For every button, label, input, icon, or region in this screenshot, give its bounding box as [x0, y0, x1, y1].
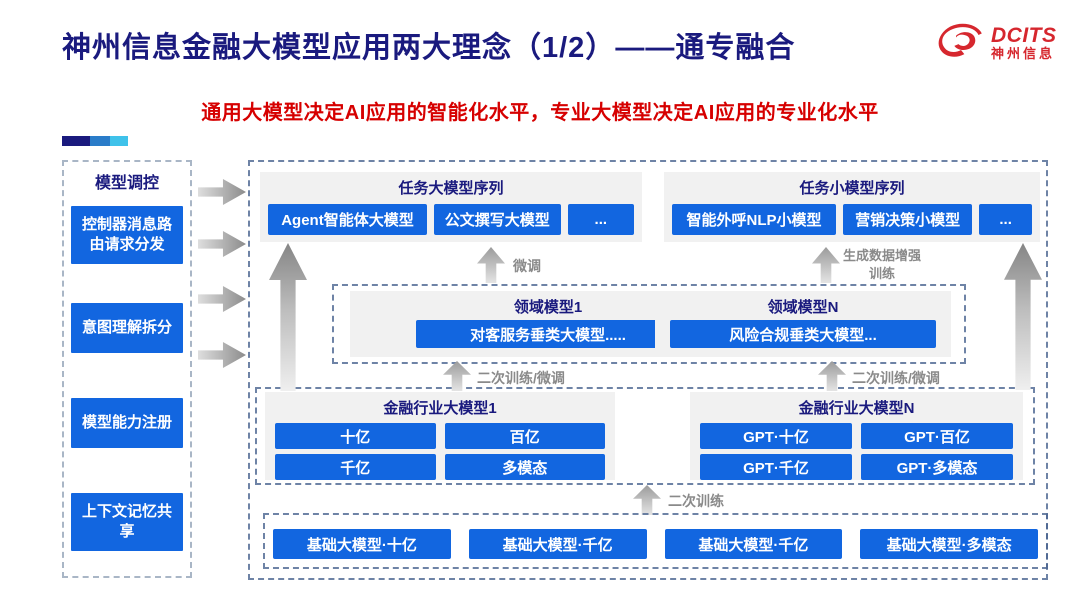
- model-chip-gpt-1b: GPT·十亿: [700, 423, 852, 449]
- sidebar-item-label: 意图理解拆分: [81, 318, 172, 336]
- sidebar-item-intent-parsing: 意图理解拆分: [71, 303, 183, 353]
- finetune-label: 微调: [513, 258, 541, 274]
- sidebar-item-label: 上下文记忆共享: [81, 502, 172, 540]
- task-small-row: 智能外呼NLP小模型 营销决策小模型 ...: [664, 198, 1040, 235]
- flow-right-arrow-icon: [198, 286, 246, 312]
- retrain-finetune-right-label: 二次训练/微调: [852, 370, 940, 386]
- industry-model-1-title: 金融行业大模型1: [383, 400, 497, 417]
- model-chip-customer-service: 对客服务垂类大模型.....: [416, 320, 680, 348]
- accent-segment-navy: [62, 136, 90, 146]
- sidebar-item-label: 模型能力注册: [81, 413, 172, 431]
- model-chip-base-1b: 基础大模型·十亿: [273, 529, 451, 559]
- model-chip-marketing-decision: 营销决策小模型: [843, 204, 973, 235]
- task-large-model-group: 任务大模型序列 Agent智能体大模型 公文撰写大模型 ...: [260, 172, 642, 242]
- model-chip-ellipsis: ...: [979, 204, 1032, 235]
- model-chip-gpt-100b: GPT·千亿: [700, 454, 852, 480]
- domain-model-n-title: 领域模型N: [767, 299, 839, 316]
- model-chip-1b: 十亿: [275, 423, 436, 449]
- accent-segment-cyan: [110, 136, 128, 146]
- accent-segment-blue: [90, 136, 110, 146]
- model-chip-10b: 百亿: [444, 423, 605, 449]
- model-control-title: 模型调控: [94, 175, 159, 192]
- model-stack-container: [248, 160, 1048, 580]
- industry-model-n-grid: GPT·十亿 GPT·百亿 GPT·千亿 GPT·多模态: [690, 418, 1023, 480]
- logo-brand-text: DCITS: [991, 23, 1057, 47]
- base-models-container: 基础大模型·十亿 基础大模型·千亿 基础大模型·千亿 基础大模型·多模态: [263, 513, 1048, 569]
- task-small-title: 任务小模型序列: [799, 180, 905, 197]
- logo-brand-cn-text: 神州信息: [991, 45, 1056, 61]
- domain-model-1-title: 领域模型1: [513, 299, 583, 316]
- model-chip-multimodal: 多模态: [444, 454, 605, 480]
- domain-models-container: [332, 284, 966, 364]
- model-chip-ellipsis: ...: [567, 204, 634, 235]
- model-chip-100b: 千亿: [275, 454, 436, 480]
- page-title: 神州信息金融大模型应用两大理念（1/2）——通专融合: [62, 32, 796, 64]
- domain-model-n-group: 领域模型N 风险合规垂类大模型...: [655, 291, 951, 357]
- task-small-model-group: 任务小模型序列 智能外呼NLP小模型 营销决策小模型 ...: [664, 172, 1040, 242]
- flow-right-arrow-icon: [198, 231, 246, 257]
- task-large-row: Agent智能体大模型 公文撰写大模型 ...: [260, 198, 642, 235]
- model-chip-base-multimodal: 基础大模型·多模态: [860, 529, 1038, 559]
- slide-subtitle: 通用大模型决定AI应用的智能化水平，专业大模型决定AI应用的专业化水平: [201, 102, 879, 124]
- dcits-logo: DCITS 神州信息: [936, 20, 1057, 65]
- task-large-title: 任务大模型序列: [398, 180, 504, 197]
- model-chip-gpt-10b: GPT·百亿: [861, 423, 1013, 449]
- sidebar-item-capability-registry: 模型能力注册: [71, 398, 183, 448]
- model-chip-gpt-multimodal: GPT·多模态: [861, 454, 1013, 480]
- industry-model-1-grid: 十亿 百亿 千亿 多模态: [265, 418, 615, 480]
- model-chip-base-100b-2: 基础大模型·千亿: [664, 529, 843, 559]
- dcits-swirl-icon: [936, 20, 986, 65]
- gen-data-training-label: 生成数据增强训练: [842, 248, 921, 282]
- industry-model-1-group: 金融行业大模型1 十亿 百亿 千亿 多模态: [265, 392, 615, 480]
- model-chip-base-100b: 基础大模型·千亿: [468, 529, 647, 559]
- secondary-training-label: 二次训练: [668, 493, 724, 509]
- industry-model-n-title: 金融行业大模型N: [798, 400, 915, 417]
- title-accent-bar: [62, 136, 128, 146]
- sidebar-item-controller-routing: 控制器消息路由请求分发: [71, 206, 183, 264]
- sidebar-item-label: 控制器消息路由请求分发: [81, 215, 172, 253]
- industry-model-n-group: 金融行业大模型N GPT·十亿 GPT·百亿 GPT·千亿 GPT·多模态: [690, 392, 1023, 480]
- model-chip-agent: Agent智能体大模型: [268, 204, 427, 235]
- retrain-finetune-left-label: 二次训练/微调: [477, 370, 565, 386]
- model-chip-outbound-nlp: 智能外呼NLP小模型: [672, 204, 837, 235]
- industry-models-container: [255, 387, 1035, 485]
- sidebar-item-context-memory: 上下文记忆共享: [71, 493, 183, 551]
- model-control-panel: 模型调控 控制器消息路由请求分发 意图理解拆分 模型能力注册 上下文记忆共享: [62, 160, 192, 578]
- flow-right-arrow-icon: [198, 342, 246, 368]
- flow-right-arrow-icon: [198, 179, 246, 205]
- model-chip-doc-writing: 公文撰写大模型: [433, 204, 561, 235]
- model-chip-risk-compliance: 风险合规垂类大模型...: [670, 320, 936, 348]
